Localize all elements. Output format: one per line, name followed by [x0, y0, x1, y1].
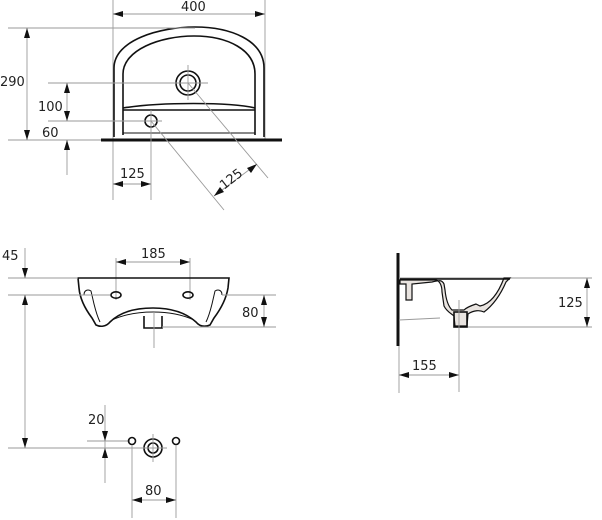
dim-holes-bottom-label: 80 — [242, 306, 259, 321]
section-profile — [399, 277, 512, 327]
dim-overflow-left-label: 125 — [120, 167, 145, 182]
top-view: 400 290 100 60 — [0, 0, 282, 211]
fixing-hole-left — [110, 290, 122, 299]
dim-wall-to-waste-label: 155 — [412, 359, 437, 374]
dim-bolt-spacing-label: 80 — [145, 484, 162, 499]
dim-vertical-offset-label: 20 — [88, 413, 105, 428]
bolt-right — [171, 436, 181, 446]
dim-depth-label: 290 — [0, 75, 25, 90]
side-section: 125 155 — [396, 253, 592, 393]
dim-width-label: 400 — [181, 0, 206, 15]
fixing-hole-right — [182, 290, 194, 299]
dim-section-height-label: 125 — [558, 296, 583, 311]
fixing-detail: 20 80 — [8, 405, 181, 518]
dim-rim-offset-label: 45 — [2, 249, 19, 264]
dim-overflow-height-label: 60 — [42, 126, 59, 141]
dim-holes-spacing-label: 185 — [141, 247, 166, 262]
dim-tap-offset-label: 100 — [38, 100, 63, 115]
front-view: 185 45 80 — [2, 247, 276, 448]
bolt-left — [127, 436, 137, 446]
